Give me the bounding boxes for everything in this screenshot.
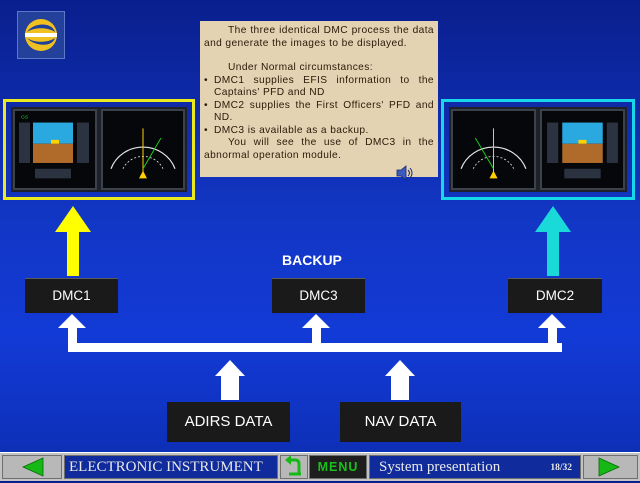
dmc1-to-captain-arrow <box>55 206 91 276</box>
back-arrow-icon <box>22 457 44 477</box>
forward-arrow-icon <box>598 457 620 477</box>
adirs-to-bus-arrow <box>215 360 245 400</box>
nav-data-box: NAV DATA <box>340 402 461 442</box>
next-page-button[interactable] <box>583 455 638 479</box>
captain-display-panel: GS <box>3 99 195 200</box>
speaker-icon[interactable] <box>396 165 414 181</box>
note-bullet: DMC2 supplies the First Officers' PFD an… <box>204 100 434 125</box>
return-button[interactable] <box>280 455 308 479</box>
bus-to-dmc3-arrow <box>302 314 330 352</box>
note-bullet-list: DMC1 supplies EFIS information to the Ca… <box>204 75 434 138</box>
dmc3-box: DMC3 <box>272 278 365 313</box>
note-bullet: DMC3 is available as a backup. <box>204 125 434 138</box>
previous-page-button[interactable] <box>2 455 62 479</box>
dmc1-box: DMC1 <box>25 278 118 313</box>
adirs-data-box: ADIRS DATA <box>167 402 290 442</box>
bottom-nav-bar: ELECTRONIC INSTRUMENT MENU System presen… <box>0 452 640 481</box>
menu-button[interactable]: MENU <box>309 455 367 479</box>
return-icon <box>285 455 301 476</box>
dmc2-to-fo-arrow <box>535 206 571 276</box>
captain-nd-screen <box>101 109 185 190</box>
note-bullet: DMC1 supplies EFIS information to the Ca… <box>204 75 434 100</box>
section-title: ELECTRONIC INSTRUMENT <box>64 455 278 479</box>
backup-label: BACKUP <box>282 252 342 268</box>
subsection-title: System presentation 18/32 <box>369 455 581 479</box>
flow-arrows <box>55 206 571 400</box>
dmc2-box: DMC2 <box>508 278 602 313</box>
subsection-label: System presentation <box>379 459 501 475</box>
first-officer-display-panel <box>441 99 635 200</box>
fo-pfd-screen <box>540 109 625 190</box>
note-footer: You will see the use of DMC3 in the abno… <box>204 137 434 161</box>
fo-nd-screen <box>451 109 536 190</box>
nav-to-bus-arrow <box>385 360 415 400</box>
explanation-note: The three identical DMC process the data… <box>200 21 438 177</box>
page-counter: 18/32 <box>550 463 572 473</box>
company-logo-icon <box>17 11 65 59</box>
svg-text:GS: GS <box>21 115 29 121</box>
captain-pfd-screen: GS <box>13 109 97 190</box>
note-heading: Under Normal circumstances: <box>228 62 373 73</box>
note-intro: The three identical DMC process the data… <box>204 25 434 49</box>
bus-to-dmc1-arrow <box>58 314 86 352</box>
bus-to-dmc2-arrow <box>538 314 566 352</box>
